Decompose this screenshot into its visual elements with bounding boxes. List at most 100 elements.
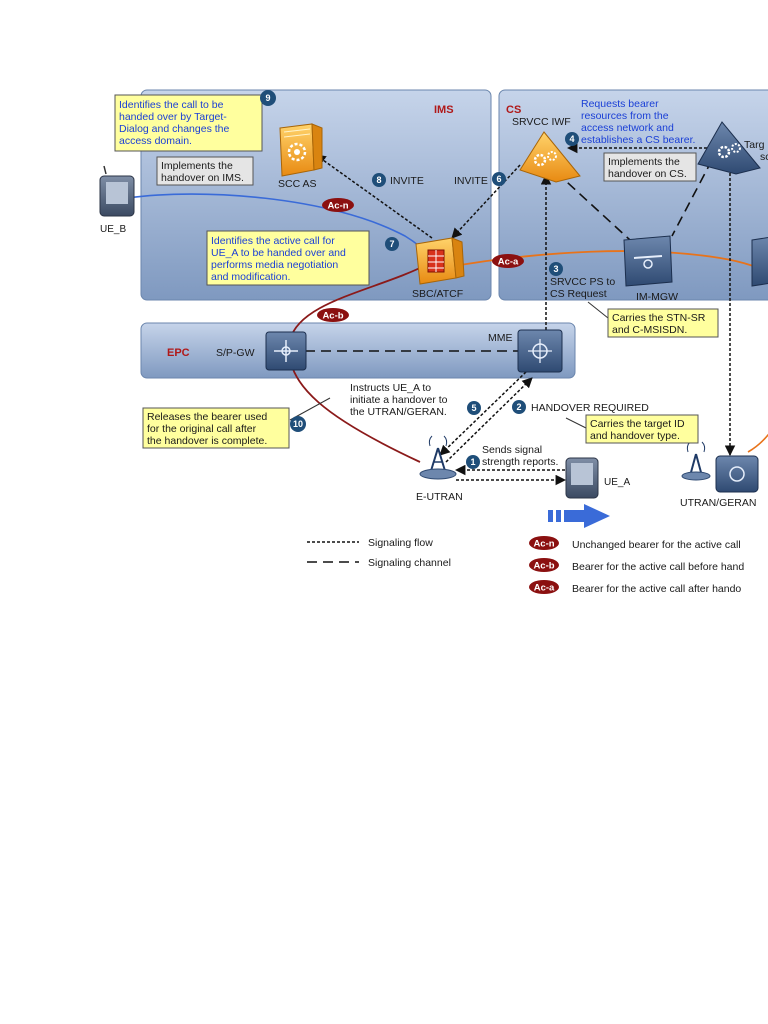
- note-line: Implements the: [608, 156, 680, 168]
- flow-2-handover-required: [445, 377, 533, 463]
- arrow-right-icon: [548, 504, 610, 528]
- flow-8-invite: [315, 154, 433, 239]
- legend-ac-n: Ac-n Unchanged bearer for the active cal…: [529, 536, 741, 551]
- gear-icon: [287, 142, 307, 162]
- sp-gw-label: S/P-GW: [216, 347, 255, 359]
- sbc-atcf-node: SBC/ATCF: [412, 237, 465, 300]
- note-line: Identifies the active call for: [211, 235, 335, 247]
- note-line: the UTRAN/GERAN.: [350, 406, 447, 418]
- note-releases: Releases the bearer used for the origina…: [142, 397, 331, 449]
- note-line: access network and: [581, 122, 674, 134]
- step-badge-7: 7: [385, 237, 399, 251]
- channel-target-mgw: [671, 159, 713, 237]
- ue-a-label: UE_A: [604, 477, 630, 488]
- svg-text:3: 3: [553, 264, 558, 274]
- gear-icon: [533, 151, 557, 167]
- svg-text:6: 6: [496, 174, 501, 184]
- note-line: strength reports.: [482, 456, 558, 468]
- note-line: Instructs UE_A to: [350, 382, 431, 394]
- cs-label: CS: [506, 104, 521, 116]
- step-badge-6: 6: [492, 172, 506, 186]
- step-badge-8: 8: [372, 173, 386, 187]
- svg-text:Bearer for the active call bef: Bearer for the active call before hand: [572, 561, 744, 573]
- note-iwf-requests: Requests bearer resources from the acces…: [581, 98, 695, 146]
- legend-signaling-channel: Signaling channel: [307, 557, 451, 569]
- mme-node: MME: [488, 329, 563, 373]
- note-sends-signal: Sends signal strength reports.: [482, 444, 558, 468]
- im-mgw-label: IM-MGW: [636, 291, 678, 303]
- epc-label: EPC: [167, 347, 190, 359]
- utran-geran-label: UTRAN/GERAN: [680, 497, 756, 509]
- im-mgw-node: IM-MGW: [623, 235, 678, 303]
- ue-b-node: UE_B: [99, 165, 135, 235]
- mme-label: MME: [488, 332, 513, 344]
- note-line: handover on IMS.: [161, 172, 244, 184]
- step-6-label: INVITE: [454, 175, 488, 187]
- srvcc-iwf-node: SRVCC IWF: [512, 116, 581, 183]
- ue-b-label: UE_B: [100, 224, 126, 235]
- svg-text:5: 5: [471, 403, 476, 413]
- step-badge-3: 3: [549, 262, 563, 276]
- note-scc-implements: Implements the handover on IMS.: [156, 156, 254, 186]
- step-badge-4: 4: [565, 132, 579, 146]
- note-line: handed over by Target-: [119, 111, 227, 123]
- switch-icon: [715, 455, 759, 493]
- step-badge-5: 5: [467, 401, 481, 415]
- note-line: the handover is complete.: [147, 435, 267, 447]
- legend: Signaling flow Signaling channel Ac-n Un…: [307, 536, 744, 595]
- svg-text:10: 10: [293, 419, 303, 429]
- step-3-label: CS Request: [550, 288, 607, 300]
- note-scc-identifies: Identifies the call to be handed over by…: [114, 94, 263, 152]
- sp-gw-node: S/P-GW: [216, 331, 307, 371]
- step-2-label: HANDOVER REQUIRED: [531, 402, 649, 414]
- handset-icon: [565, 457, 599, 499]
- svg-text:Ac-a: Ac-a: [534, 583, 555, 594]
- note-line: and modification.: [211, 271, 290, 283]
- bearer-badge-ac-a: Ac-a: [492, 254, 524, 268]
- note-line: performs media negotiation: [211, 259, 338, 271]
- svg-text:Ac-a: Ac-a: [498, 257, 519, 268]
- bearer-ac-a-line-right: [747, 433, 768, 453]
- scc-as-node: SCC AS: [278, 123, 323, 190]
- note-line: Requests bearer: [581, 98, 659, 110]
- note-line: for the original call after: [147, 423, 257, 435]
- switch-icon: [633, 255, 663, 269]
- note-line: Carries the target ID: [590, 418, 685, 430]
- step-8-label: INVITE: [390, 175, 424, 187]
- note-line: and handover type.: [590, 430, 680, 442]
- step-badge-10: 10: [290, 416, 306, 432]
- bearer-badge-ac-b: Ac-b: [317, 308, 349, 322]
- note-iwf-implements: Implements the handover on CS.: [603, 152, 697, 182]
- svg-text:9: 9: [265, 93, 270, 103]
- note-line: Carries the STN-SR: [612, 312, 706, 324]
- note-line: Dialog and changes the: [119, 123, 229, 135]
- svg-text:Signaling flow: Signaling flow: [368, 537, 433, 549]
- target-node: Targ sc: [697, 121, 768, 175]
- note-line: access domain.: [119, 135, 192, 147]
- target-label-2: sc: [760, 151, 768, 163]
- antenna-icon: [681, 441, 711, 481]
- note-line: handover on CS.: [608, 168, 687, 180]
- step-badge-1: 1: [466, 455, 480, 469]
- handset-icon: [99, 165, 135, 217]
- svg-text:Signaling channel: Signaling channel: [368, 557, 451, 569]
- svg-text:Ac-b: Ac-b: [322, 311, 343, 322]
- note-instructs: Instructs UE_A to initiate a handover to…: [350, 382, 448, 418]
- svg-text:2: 2: [516, 402, 521, 412]
- step-3-label: SRVCC PS to: [550, 276, 615, 288]
- note-line: and C-MSISDN.: [612, 324, 687, 336]
- firewall-icon: [427, 249, 445, 273]
- note-line: Identifies the call to be: [119, 99, 224, 111]
- svg-text:8: 8: [376, 175, 381, 185]
- svg-text:Ac-n: Ac-n: [533, 539, 554, 550]
- note-line: initiate a handover to: [350, 394, 448, 406]
- bearer-badge-ac-n: Ac-n: [322, 198, 354, 212]
- antenna-icon: [419, 435, 457, 480]
- utran-right-node: [751, 237, 768, 287]
- svg-text:Bearer for the active call aft: Bearer for the active call after hando: [572, 583, 741, 595]
- note-line: Sends signal: [482, 444, 542, 456]
- note-line: Releases the bearer used: [147, 411, 267, 423]
- target-label: Targ: [744, 139, 765, 151]
- svg-text:1: 1: [470, 457, 475, 467]
